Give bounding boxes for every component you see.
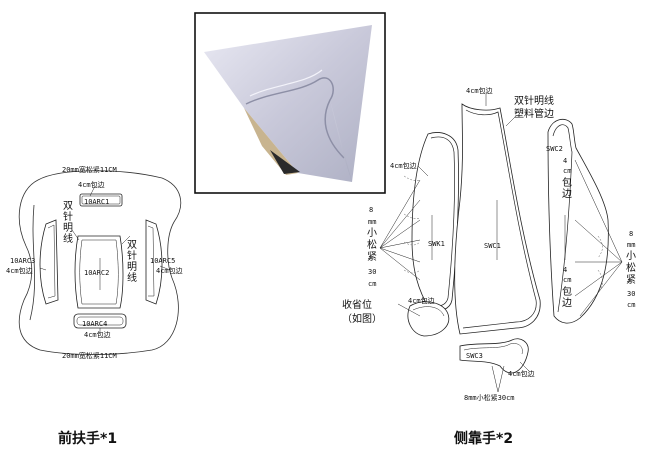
arc4-binding-label: 4cm包边 bbox=[84, 330, 111, 339]
right-elastic-4: cm bbox=[627, 301, 635, 309]
fabric-photo bbox=[194, 12, 386, 194]
swc2-binding-1: 4 bbox=[563, 157, 567, 165]
arc4-label: 10ARC4 bbox=[82, 320, 107, 328]
swc3-binding-label: 4cm包边 bbox=[508, 369, 535, 378]
right-elastic-2: mm bbox=[627, 241, 635, 249]
right-stitch-char-4: 线 bbox=[127, 271, 137, 284]
arc1-binding-label: 4cm包边 bbox=[78, 180, 105, 189]
swk1-label: SWK1 bbox=[428, 240, 445, 248]
left-elastic-7: 紧 bbox=[367, 251, 377, 263]
dart-label: 收省位 bbox=[342, 298, 372, 311]
right-elastic-cjk: 小 松 紧 bbox=[626, 250, 639, 286]
swk1-binding-label: 4cm包边 bbox=[390, 161, 417, 170]
left-stitch-char-2: 针 bbox=[63, 210, 73, 223]
swc2-binding-4: 边 bbox=[562, 188, 572, 200]
piece-10arc3 bbox=[39, 219, 59, 305]
swc1-label: SWC1 bbox=[484, 242, 501, 250]
piece-swc3 bbox=[459, 338, 529, 374]
right-elastic-lines bbox=[574, 159, 623, 317]
right-elastic-7: 紧 bbox=[626, 274, 636, 286]
armrest-outline bbox=[18, 170, 182, 355]
swc3-label: SWC3 bbox=[466, 352, 483, 360]
swc2-binding-3: 包 bbox=[562, 176, 572, 189]
bottom-elastic-label: 8mm小松紧30cm bbox=[464, 393, 515, 402]
left-elastic-5: 小 bbox=[367, 227, 377, 239]
swc2-lower-binding-cjk: 包 边 bbox=[562, 285, 575, 309]
left-elastic-4: cm bbox=[368, 280, 376, 288]
right-elastic-label: 8 mm 30 cm bbox=[627, 230, 640, 309]
left-title: 前扶手*1 bbox=[58, 430, 117, 447]
swc2-lower-binding-label: 4 cm bbox=[563, 266, 571, 284]
piece-swk1 bbox=[411, 132, 459, 312]
swc2-lower-binding-2: cm bbox=[563, 276, 571, 284]
swc2-label: SWC2 bbox=[546, 145, 563, 153]
left-double-stitch-label: 双 针 明 线 bbox=[63, 200, 76, 245]
piece-10arc2 bbox=[74, 235, 124, 309]
swc2-lower-binding-1: 4 bbox=[563, 266, 567, 274]
right-double-stitch-label: 双 针 明 线 bbox=[127, 239, 140, 284]
swc2-lower-binding-4: 边 bbox=[562, 297, 572, 309]
right-stitch-char-1: 双 bbox=[127, 239, 137, 251]
bottom-elastic-label: 20mm宽松紧11CM bbox=[62, 351, 117, 360]
right-elastic-1: 8 bbox=[629, 230, 633, 238]
pipe-stitch-line-1: 双针明线 bbox=[514, 94, 554, 107]
left-elastic-lines bbox=[379, 175, 421, 281]
piece-10arc1 bbox=[79, 193, 123, 207]
piece-10arc5 bbox=[145, 219, 163, 305]
dart-piece bbox=[407, 301, 450, 337]
arc3-label: 10ARC3 bbox=[10, 257, 35, 265]
left-elastic-1: 8 bbox=[369, 206, 373, 214]
arc1-label: 10ARC1 bbox=[84, 198, 109, 206]
side-armrest-diagram bbox=[379, 94, 623, 393]
dart-binding-label: 4cm包边 bbox=[408, 296, 435, 305]
left-elastic-cjk: 小 松 紧 bbox=[367, 227, 380, 263]
right-stitch-char-3: 明 bbox=[127, 261, 137, 273]
left-elastic-label: 8 mm 30 cm bbox=[368, 206, 381, 288]
dart-note: （如图） bbox=[342, 312, 382, 325]
right-elastic-5: 小 bbox=[626, 250, 636, 262]
right-title: 侧靠手*2 bbox=[454, 430, 513, 447]
swc2-binding-label: 4 cm bbox=[563, 157, 571, 175]
top-elastic-label: 20mm宽松紧11CM bbox=[62, 165, 117, 174]
swc2-lower-binding-3: 包 bbox=[562, 285, 572, 298]
left-stitch-char-1: 双 bbox=[63, 200, 73, 212]
swc1-top-binding-label: 4cm包边 bbox=[466, 86, 493, 95]
left-elastic-2: mm bbox=[368, 218, 376, 226]
right-stitch-char-2: 针 bbox=[127, 249, 137, 262]
right-elastic-6: 松 bbox=[626, 261, 636, 274]
arc2-label: 10ARC2 bbox=[84, 269, 109, 277]
pipe-stitch-label: 双针明线 塑料管边 bbox=[514, 94, 557, 120]
piece-swc1 bbox=[454, 103, 541, 335]
pipe-stitch-line-2: 塑料管边 bbox=[514, 107, 554, 120]
right-elastic-3: 30 bbox=[627, 290, 635, 298]
swc2-binding-2: cm bbox=[563, 167, 571, 175]
swc2-binding-cjk: 包 边 bbox=[562, 176, 575, 200]
left-stitch-char-4: 线 bbox=[63, 232, 73, 245]
front-armrest-diagram bbox=[18, 170, 182, 355]
left-elastic-6: 松 bbox=[367, 238, 377, 251]
left-stitch-char-3: 明 bbox=[63, 222, 73, 234]
arc5-label: 10ARC5 bbox=[150, 257, 175, 265]
arc3-binding-label: 4cm包边 bbox=[6, 266, 33, 275]
left-elastic-3: 30 bbox=[368, 268, 376, 276]
arc5-binding-label: 4cm包边 bbox=[156, 266, 183, 275]
